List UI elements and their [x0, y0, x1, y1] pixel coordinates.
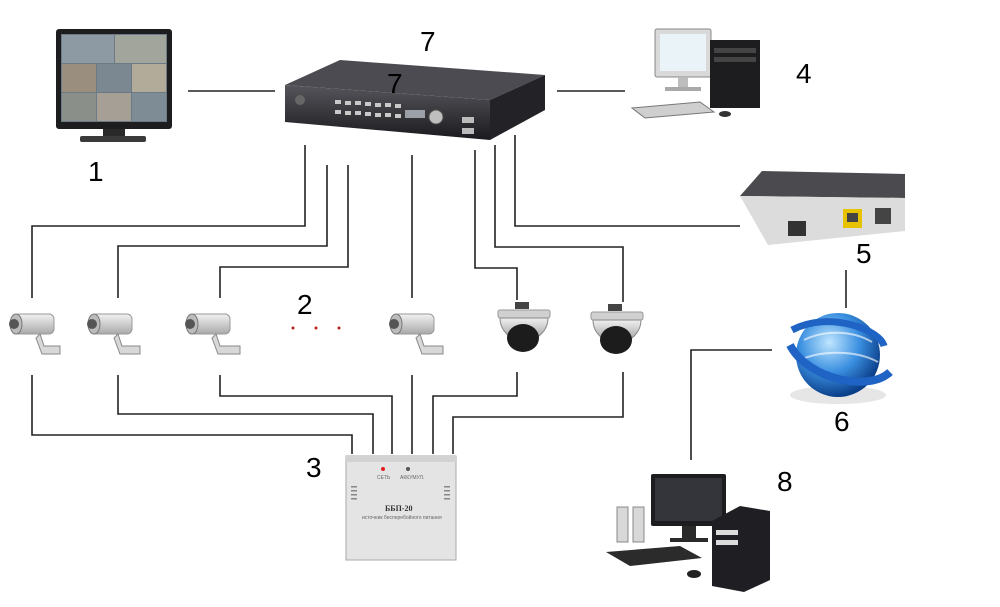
local-pc	[630, 28, 760, 119]
label-dvr-overlay: 7	[387, 68, 403, 99]
cctv-feed-grid	[62, 35, 166, 121]
wire-dvr-camera-2	[117, 165, 328, 298]
local-pc-keyboard	[630, 101, 716, 119]
globe-icon	[786, 313, 893, 404]
remote-pc-mouse	[687, 570, 701, 578]
label-monitor: 1	[88, 156, 104, 187]
bullet-camera-4	[389, 313, 444, 355]
label-dvr: 7	[420, 26, 436, 57]
ellipsis-dots	[291, 326, 341, 330]
label-remote-pc: 8	[777, 466, 793, 497]
power-led-label: СЕТЬ	[377, 475, 391, 481]
dvr-jog-dial	[428, 109, 444, 125]
label-local-pc: 4	[796, 58, 812, 89]
label-cameras: 2	[297, 289, 313, 320]
monitor	[56, 29, 172, 142]
vent-left	[351, 486, 357, 500]
dvr-front	[285, 85, 490, 140]
power-supply-case	[345, 455, 457, 561]
dvr-top	[285, 60, 545, 100]
label-internet: 6	[834, 406, 850, 437]
dvr-channel-buttons	[335, 100, 401, 118]
local-pc-mouse	[719, 111, 731, 117]
bullet-camera-2	[87, 313, 141, 355]
router-phone-port	[875, 208, 891, 224]
dome-camera-1	[497, 302, 551, 352]
dvr-power-button	[295, 95, 305, 105]
label-router: 5	[856, 238, 872, 269]
speaker-left	[616, 506, 629, 543]
wire-psu-dome-1	[432, 372, 518, 454]
vent-right	[444, 486, 450, 500]
power-supply-model: ББП-20	[385, 504, 412, 513]
dvr-display	[405, 110, 425, 118]
battery-led-label: АККУМУЛ.	[400, 475, 424, 481]
bullet-camera-3	[185, 313, 241, 355]
wire-dvr-camera-3	[219, 165, 349, 298]
router-top	[740, 171, 905, 198]
wire-internet-remote-pc	[690, 349, 772, 460]
router	[740, 171, 905, 245]
router-power-jack	[788, 221, 806, 236]
remote-pc	[606, 474, 770, 592]
wire-dvr-camera-1	[31, 145, 306, 298]
wire-psu-camera-1	[31, 375, 353, 454]
label-power-supply: 3	[306, 452, 322, 483]
speaker-right	[632, 506, 645, 543]
remote-pc-tower	[712, 506, 770, 592]
remote-pc-keyboard	[606, 546, 702, 566]
wire-dvr-router	[514, 135, 740, 227]
wire-psu-dome-2	[452, 372, 624, 454]
dome-camera-2	[590, 304, 644, 354]
monitor-stand	[80, 136, 146, 142]
wire-psu-camera-2	[117, 375, 374, 454]
dvr	[285, 60, 545, 140]
wire-dvr-dome-1	[474, 150, 518, 300]
wires	[31, 90, 847, 460]
wire-dvr-dome-2	[494, 145, 624, 302]
wire-psu-camera-3	[219, 375, 393, 454]
dvr-side	[490, 75, 545, 140]
power-supply: СЕТЬ АККУМУЛ. ББП-20 источник бесперебой…	[345, 455, 457, 561]
power-supply-subtitle: источник бесперебойного питания	[362, 514, 442, 521]
bullet-camera-1	[9, 313, 61, 355]
battery-led	[406, 467, 410, 471]
power-led	[381, 467, 385, 471]
router-face	[740, 196, 905, 245]
